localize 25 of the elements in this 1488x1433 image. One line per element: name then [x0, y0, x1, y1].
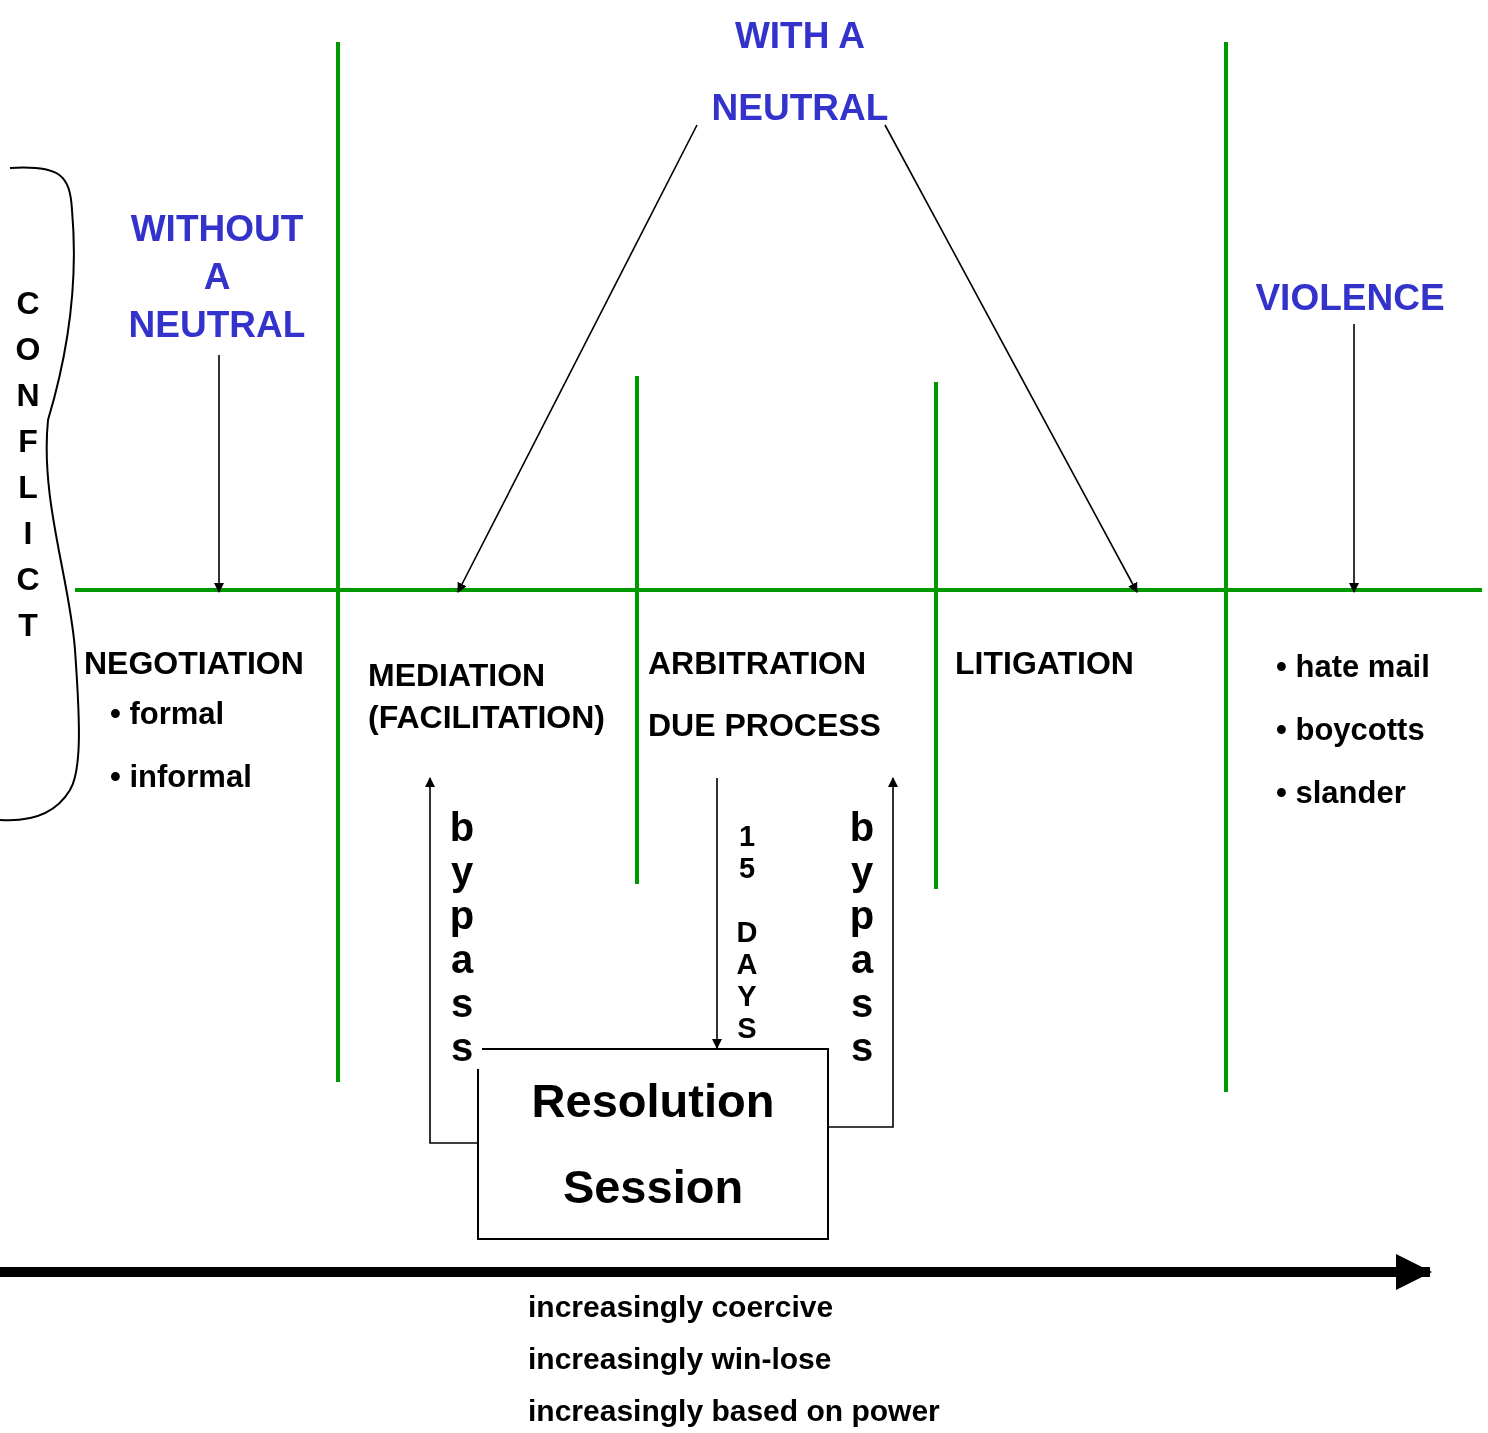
stage-heading: DUE PROCESS: [648, 706, 882, 745]
process-box: Resolution Session: [477, 1048, 829, 1240]
list-item: • formal: [110, 695, 226, 733]
side-label: CONFLICT: [10, 285, 46, 653]
arrow: [457, 124, 698, 593]
category-label: WITHOUT A NEUTRAL: [117, 205, 317, 355]
stage-heading: NEGOTIATION: [84, 644, 305, 683]
arrow: [425, 777, 478, 1144]
stage-heading: ARBITRATION: [648, 644, 868, 683]
category-label: WITH A NEUTRAL: [695, 0, 905, 125]
note-text: increasingly coercive: [528, 1290, 834, 1324]
stage-heading: LITIGATION: [955, 644, 1135, 683]
stage-heading: MEDIATION (FACILITATION): [368, 656, 606, 737]
list-item: • informal: [110, 758, 253, 796]
arrow: [712, 777, 722, 1049]
arrow: [214, 354, 224, 593]
arrow: [884, 124, 1138, 593]
arrow: [1349, 323, 1359, 593]
list-item: • boycotts: [1276, 711, 1426, 749]
note-text: increasingly win-lose: [528, 1342, 832, 1376]
arrow: [828, 777, 898, 1128]
note-text: increasingly based on power: [528, 1394, 940, 1428]
list-item: • hate mail: [1276, 648, 1431, 686]
category-label: VIOLENCE: [1240, 272, 1460, 324]
list-item: • slander: [1276, 774, 1407, 812]
